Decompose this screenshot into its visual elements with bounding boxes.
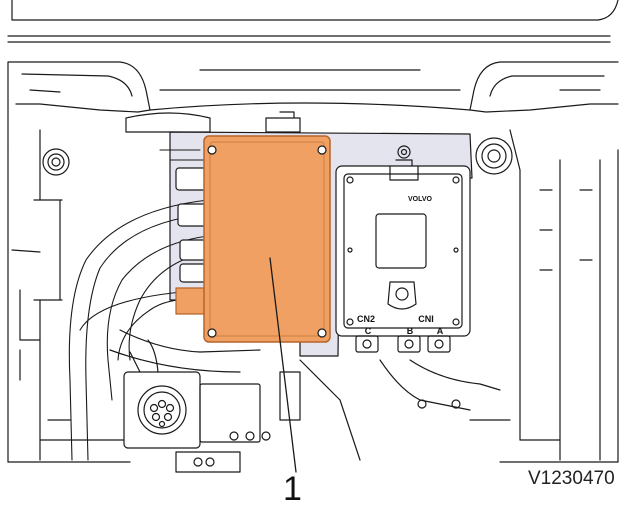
panel-top-tab-2 [265, 111, 301, 133]
bolt-left [42, 148, 70, 176]
charge-inlet-mount [199, 383, 261, 443]
lower-frame-line [7, 419, 619, 463]
ecu-housing-inner [343, 173, 463, 329]
label-pin-c: C [365, 326, 372, 336]
panel-hole [397, 145, 411, 159]
ecu-bracket-tab [387, 281, 417, 310]
right-wall [509, 129, 619, 463]
label-cn2: CN2 [357, 314, 375, 324]
left-frame-inner [21, 73, 133, 97]
charging-socket-icon [137, 385, 187, 435]
lower-fasteners [193, 399, 461, 467]
right-frame [469, 61, 619, 113]
charge-inlet-housing [123, 371, 201, 449]
control-unit-lid-edge [209, 141, 325, 337]
left-wall [7, 129, 63, 463]
callout-number: 1 [283, 470, 302, 508]
connector-plug-orange [175, 287, 207, 315]
top-cover-rim [7, 35, 611, 43]
figure-id: V1230470 [528, 468, 615, 489]
ecu-top-connector [389, 159, 419, 181]
panel-top-tab [125, 112, 211, 133]
ecu-screws [346, 176, 460, 326]
connector-plugs [175, 167, 207, 283]
panel-hole-inner [400, 148, 408, 156]
callout-leader-line [269, 257, 297, 473]
label-pin-b: B [407, 326, 414, 336]
left-mount-bracket [11, 249, 41, 381]
control-unit-screws [207, 145, 327, 338]
lower-bracket [175, 371, 301, 473]
center-ridge [149, 69, 471, 111]
right-frame-inner [489, 75, 605, 97]
ecu-bottom-connectors [355, 335, 451, 353]
right-wall-slots [539, 189, 593, 271]
ecu-label-window [375, 213, 427, 269]
ecu-brand-logo: VOLVO [408, 196, 433, 203]
label-cn1: CNI [418, 314, 434, 324]
bolt-right [475, 137, 513, 175]
ecu-housing [335, 165, 471, 337]
label-pin-a: A [437, 326, 444, 336]
control-unit-highlighted [203, 135, 331, 343]
charge-inlet-cable [129, 339, 159, 373]
top-cover-outline [11, 0, 619, 21]
cable-harness-lower [109, 329, 501, 461]
ecu-bracket-hole [395, 287, 409, 301]
left-frame [7, 61, 151, 151]
